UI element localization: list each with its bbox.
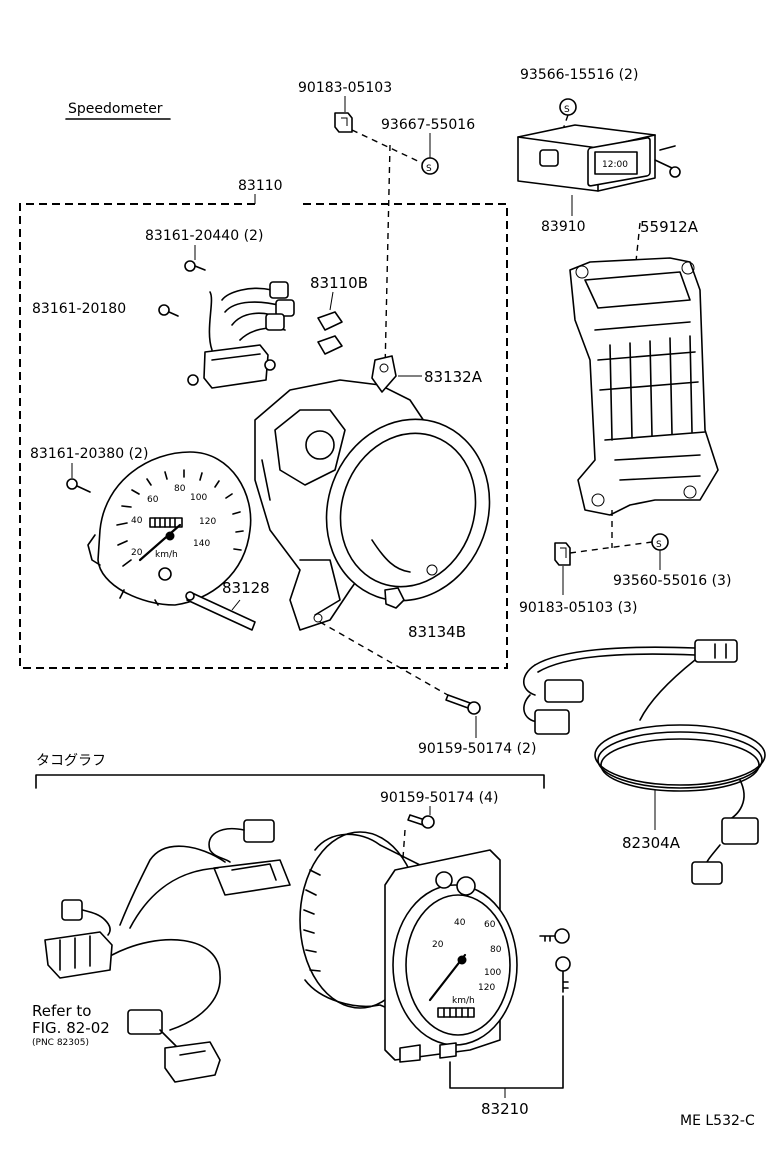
part-label-83132A: 83132A bbox=[424, 368, 483, 386]
part-label-83910: 83910 bbox=[541, 219, 586, 235]
svg-text:S: S bbox=[656, 540, 662, 550]
screw-icon bbox=[445, 694, 481, 715]
screw-icon bbox=[407, 814, 435, 829]
tachograph-title: タコグラフ bbox=[36, 753, 106, 769]
key-icon bbox=[539, 928, 571, 993]
part-label-83110B: 83110B bbox=[310, 274, 368, 292]
clock-display: 12:00 bbox=[602, 160, 628, 170]
speedometer-assembly-box bbox=[19, 194, 508, 669]
part-label-83161-20180: 83161-20180 bbox=[32, 301, 126, 317]
bracket-55912a bbox=[569, 257, 719, 516]
part-label-93667-55016: 93667-55016 bbox=[381, 117, 475, 133]
part-label-83161-20440: 83161-20440 (2) bbox=[145, 228, 263, 244]
speed-sensor-harness bbox=[522, 639, 766, 885]
part-label-83210: 83210 bbox=[481, 1100, 529, 1118]
dashed-leader bbox=[384, 144, 391, 371]
wire-harness bbox=[187, 281, 295, 389]
tacho-dial-40: 40 bbox=[454, 918, 466, 928]
dial-label-120: 120 bbox=[199, 517, 216, 527]
leader-line bbox=[231, 599, 241, 611]
part-label-82304A: 82304A bbox=[622, 834, 681, 852]
tacho-dial-100: 100 bbox=[484, 968, 501, 978]
part-label-55912A: 55912A bbox=[640, 218, 699, 236]
dashed-leader bbox=[569, 541, 653, 554]
tachograph-harness bbox=[44, 819, 291, 1083]
tacho-dial-60: 60 bbox=[484, 920, 496, 930]
part-label-93560-55016: 93560-55016 (3) bbox=[613, 573, 731, 589]
part-leader-83210 bbox=[449, 995, 564, 1089]
clip-icon bbox=[334, 112, 353, 133]
clip-icon bbox=[554, 542, 571, 566]
dial-label-60: 60 bbox=[147, 495, 159, 505]
dashed-leader bbox=[319, 621, 461, 703]
refer-note-line1: Refer to bbox=[32, 1002, 91, 1020]
screw-symbol-icon: S bbox=[651, 533, 669, 551]
part-label-83110: 83110 bbox=[238, 178, 283, 194]
part-label-83128: 83128 bbox=[222, 579, 270, 597]
figure-code: ME L532-C bbox=[680, 1113, 755, 1129]
tacho-dial-80: 80 bbox=[490, 945, 502, 955]
dial-label-100: 100 bbox=[190, 493, 207, 503]
clock-unit: 12:00 bbox=[517, 124, 681, 192]
screw-icon bbox=[158, 304, 179, 317]
lens-ring-83134b bbox=[325, 418, 491, 609]
tacho-dial-120: 120 bbox=[478, 983, 495, 993]
part-label-83134B: 83134B bbox=[408, 623, 466, 641]
diagram-title: Speedometer bbox=[68, 101, 163, 117]
dial-label-140: 140 bbox=[193, 539, 210, 549]
speedometer-dial: 20 40 60 80 100 120 140 km/h bbox=[87, 451, 252, 606]
dial-label-40: 40 bbox=[131, 516, 143, 526]
leader-line bbox=[329, 291, 334, 311]
bulb-icon bbox=[317, 311, 343, 355]
part-label-90183-05103-top: 90183-05103 bbox=[298, 80, 392, 96]
tacho-dial-20: 20 bbox=[432, 940, 444, 950]
tachograph-unit: 20 40 60 80 100 120 km/h bbox=[299, 831, 518, 1063]
tachograph-bracket bbox=[35, 774, 545, 789]
screw-symbol-icon: S bbox=[421, 157, 439, 175]
part-label-83161-20380: 83161-20380 (2) bbox=[30, 446, 148, 462]
part-label-90159-50174-2: 90159-50174 (2) bbox=[418, 741, 536, 757]
dial-unit: km/h bbox=[155, 550, 178, 560]
part-label-90159-50174-4: 90159-50174 (4) bbox=[380, 790, 498, 806]
refer-note-line3: (PNC 82305) bbox=[32, 1038, 89, 1048]
dashed-leader bbox=[351, 129, 423, 164]
reset-shaft bbox=[185, 591, 256, 631]
screw-symbol-icon: S bbox=[559, 98, 577, 116]
screw-icon bbox=[66, 478, 91, 493]
refer-note-line2: FIG. 82-02 bbox=[32, 1019, 110, 1037]
part-label-93566-15516: 93566-15516 (2) bbox=[520, 67, 638, 83]
svg-text:S: S bbox=[426, 164, 432, 174]
dial-label-20: 20 bbox=[131, 548, 143, 558]
tacho-dial-unit: km/h bbox=[452, 996, 475, 1006]
screw-icon bbox=[184, 260, 206, 272]
part-label-90183-05103-bottom: 90183-05103 (3) bbox=[519, 600, 637, 616]
svg-text:S: S bbox=[564, 105, 570, 115]
dial-label-80: 80 bbox=[174, 484, 186, 494]
